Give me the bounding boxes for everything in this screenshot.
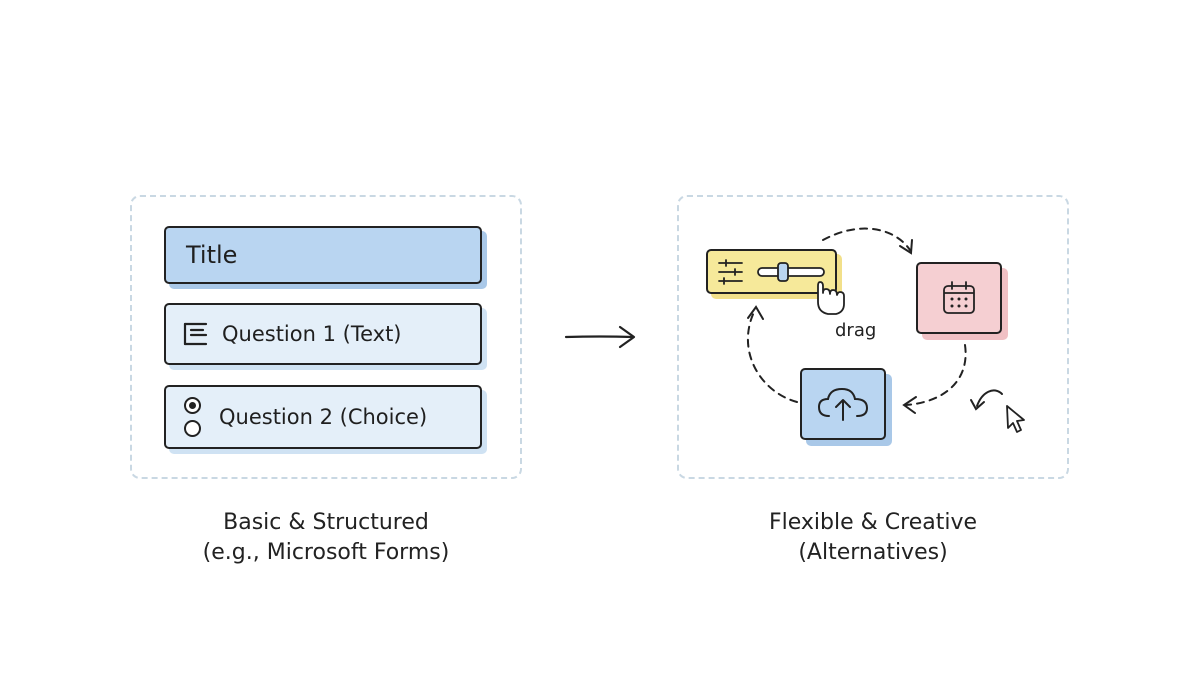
question-2-label: Question 2 (Choice) xyxy=(219,405,428,429)
arrow-cloud-to-slider xyxy=(746,309,798,403)
calendar-tile xyxy=(916,262,1002,334)
question-1-field: Question 1 (Text) xyxy=(164,303,482,365)
calendar-icon xyxy=(943,281,975,314)
form-title-label: Title xyxy=(186,241,238,269)
arrow-calendar-to-cloud xyxy=(905,344,967,406)
slider-tile xyxy=(706,249,837,294)
right-caption-line1: Flexible & Creative xyxy=(768,510,978,535)
radio-selected-icon xyxy=(184,397,201,414)
slider-icon xyxy=(718,258,825,285)
question-1-label: Question 1 (Text) xyxy=(222,322,402,346)
right-caption: Flexible & Creative (Alternatives) xyxy=(677,508,1069,568)
structured-form-panel xyxy=(130,195,522,479)
arrow-slider-to-calendar xyxy=(822,227,911,251)
right-caption-line2: (Alternatives) xyxy=(798,540,948,565)
drag-label: drag xyxy=(835,320,877,341)
question-2-field: Question 2 (Choice) xyxy=(164,385,482,449)
flexible-alternatives-panel xyxy=(677,195,1069,479)
left-caption: Basic & Structured (e.g., Microsoft Form… xyxy=(130,508,522,568)
text-lines-icon xyxy=(183,322,208,346)
motion-arrow xyxy=(976,389,1003,407)
left-caption-line2: (e.g., Microsoft Forms) xyxy=(202,540,450,565)
form-title-field: Title xyxy=(164,226,482,284)
mouse-cursor-icon xyxy=(1006,405,1025,433)
cloud-upload-tile xyxy=(800,368,886,440)
left-caption-line1: Basic & Structured xyxy=(223,510,429,535)
radio-unselected-icon xyxy=(184,420,201,437)
cloud-upload-icon xyxy=(817,387,869,421)
radio-group xyxy=(184,397,201,437)
